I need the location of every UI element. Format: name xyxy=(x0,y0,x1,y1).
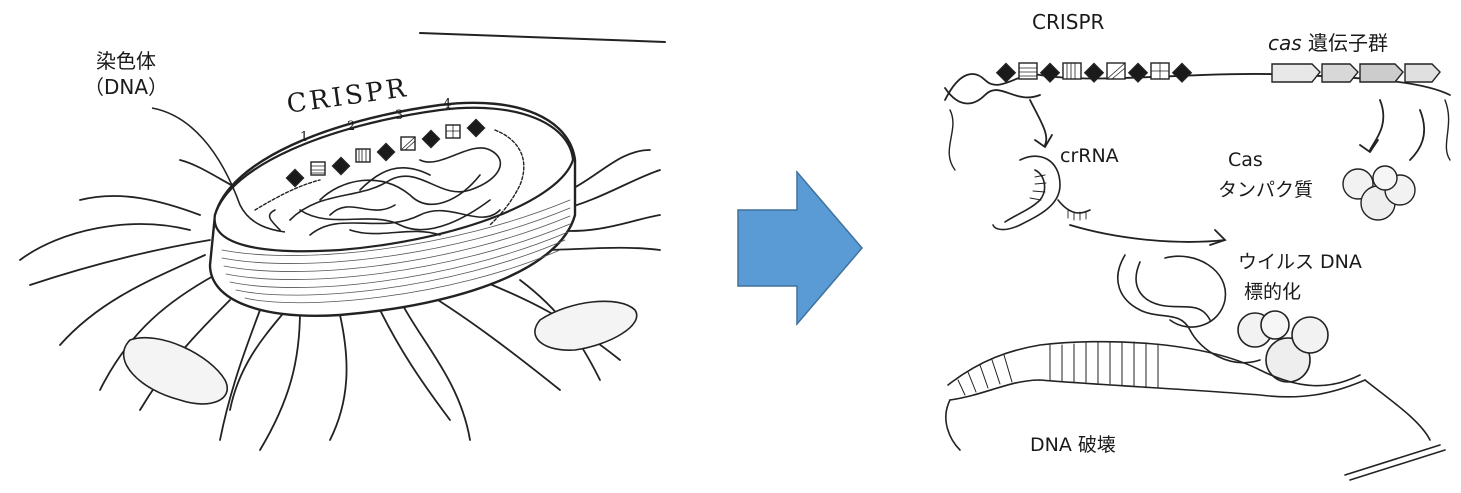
cas-protein-spheres xyxy=(1343,166,1415,220)
cas-italic: cas xyxy=(1268,31,1302,55)
spacer-box xyxy=(356,149,370,162)
crrna-hairpin xyxy=(993,156,1090,229)
crispr-label-right: CRISPR xyxy=(1032,10,1104,34)
chromosome-label-line1: 染色体 xyxy=(96,48,168,74)
chromosome-label-line2: （DNA） xyxy=(84,74,168,100)
crispr-array-right xyxy=(997,63,1191,82)
mechanism-panel xyxy=(945,63,1450,480)
spacer-number-3: 3 xyxy=(395,108,403,123)
chromosome-label: 染色体 （DNA） xyxy=(96,48,168,100)
virus-dna-line2: 標的化 xyxy=(1244,277,1362,307)
cas-protein-label: Cas タンパク質 xyxy=(1218,145,1313,205)
virus-dna-label: ウイルス DNA 標的化 xyxy=(1238,247,1362,307)
small-bacterium-right xyxy=(535,301,637,350)
genome-dna-helix xyxy=(945,74,1450,170)
translation-arrow-2 xyxy=(1410,110,1424,160)
transcription-arrow xyxy=(1030,100,1046,145)
cas-genes xyxy=(1272,64,1440,82)
virus-dna-line1: ウイルス DNA xyxy=(1238,247,1362,277)
viral-dna xyxy=(946,342,1445,480)
spacer-number-4: 4 xyxy=(443,97,451,112)
spacer-number-1: 1 xyxy=(300,130,308,145)
spacer-number-2: 2 xyxy=(347,119,355,134)
cas-protein-line1: Cas xyxy=(1228,145,1313,175)
dna-destroy-label: DNA 破壊 xyxy=(1030,430,1116,457)
cas-genes-label: cas 遺伝子群 xyxy=(1268,27,1388,56)
small-bacterium-left xyxy=(124,338,228,404)
cas-protein-line2: タンパク質 xyxy=(1218,175,1313,205)
cas-genes-suffix: 遺伝子群 xyxy=(1302,31,1388,55)
process-arrow xyxy=(738,172,862,324)
background-line xyxy=(420,33,665,42)
crrna-label: crRNA xyxy=(1060,145,1119,167)
